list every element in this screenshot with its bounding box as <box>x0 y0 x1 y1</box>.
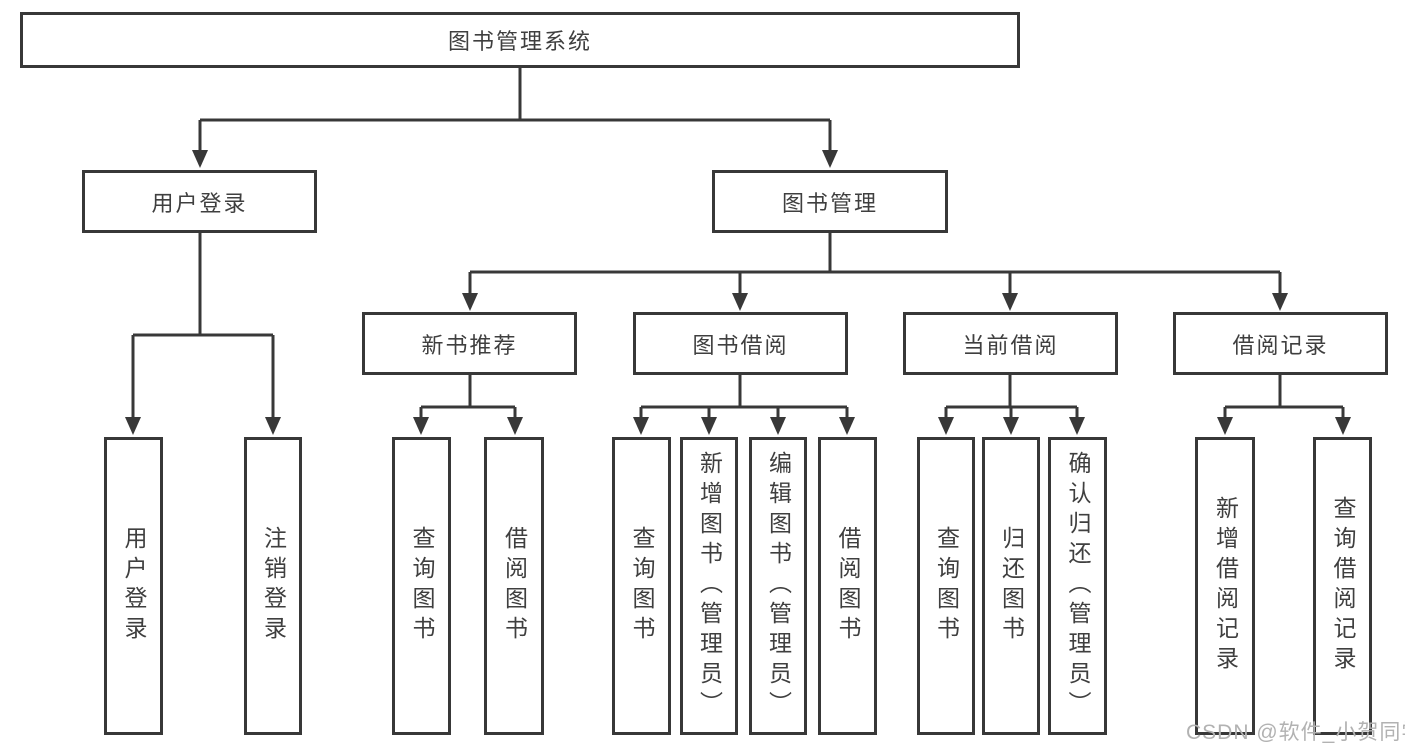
node-return-book: 归还图书 <box>982 437 1040 735</box>
node-add-book-admin: 新增图书（管理员） <box>680 437 738 735</box>
node-add-borrow-record: 新增借阅记录 <box>1195 437 1255 735</box>
connector-borrow-records-to-leaves <box>1217 375 1351 435</box>
node-query-books-recommend-label: 查询图书 <box>409 526 435 646</box>
node-book-management-label: 图书管理 <box>781 190 878 216</box>
node-logout-label: 注销登录 <box>260 526 287 646</box>
connector-book-borrow-to-leaves <box>633 375 855 435</box>
node-borrow-records-label: 借阅记录 <box>1232 332 1329 358</box>
connector-root-to-level2 <box>192 68 838 168</box>
node-query-books-borrow: 查询图书 <box>612 437 671 735</box>
connector-new-book-recommend-to-leaves <box>413 375 523 435</box>
connector-book-management-to-level3 <box>462 233 1288 311</box>
node-query-books-current: 查询图书 <box>917 437 975 735</box>
node-query-books-current-label: 查询图书 <box>933 526 960 646</box>
node-confirm-return-admin: 确认归还（管理员） <box>1048 437 1107 735</box>
node-query-books-recommend: 查询图书 <box>392 437 451 735</box>
node-login: 用户登录 <box>104 437 163 735</box>
node-borrow-records: 借阅记录 <box>1173 312 1388 375</box>
node-borrow-books-borrow: 借阅图书 <box>818 437 877 735</box>
node-add-borrow-record-label: 新增借阅记录 <box>1212 496 1239 676</box>
node-add-book-admin-label: 新增图书（管理员） <box>696 451 723 721</box>
csdn-watermark: CSDN @软件_小贺同学 <box>1186 721 1405 744</box>
connector-user-login-to-leaves <box>125 233 281 435</box>
node-book-management: 图书管理 <box>712 170 948 233</box>
node-login-label: 用户登录 <box>121 526 147 646</box>
node-book-borrow: 图书借阅 <box>633 312 848 375</box>
node-borrow-books-recommend-label: 借阅图书 <box>501 526 528 646</box>
node-return-book-label: 归还图书 <box>998 526 1025 646</box>
node-edit-book-admin-label: 编辑图书（管理员） <box>765 451 792 721</box>
connector-current-borrow-to-leaves <box>938 375 1085 435</box>
node-confirm-return-admin-label: 确认归还（管理员） <box>1065 451 1091 721</box>
node-book-borrow-label: 图书借阅 <box>692 332 789 358</box>
node-borrow-books-recommend: 借阅图书 <box>484 437 544 735</box>
node-edit-book-admin: 编辑图书（管理员） <box>749 437 807 735</box>
node-new-book-recommend-label: 新书推荐 <box>421 332 518 358</box>
node-user-login-label: 用户登录 <box>151 190 248 216</box>
node-current-borrow-label: 当前借阅 <box>962 332 1059 358</box>
node-root: 图书管理系统 <box>20 12 1020 68</box>
node-query-borrow-record: 查询借阅记录 <box>1313 437 1372 735</box>
node-query-borrow-record-label: 查询借阅记录 <box>1330 496 1356 676</box>
node-new-book-recommend: 新书推荐 <box>362 312 577 375</box>
node-query-books-borrow-label: 查询图书 <box>629 526 655 646</box>
node-root-label: 图书管理系统 <box>447 29 592 54</box>
node-user-login: 用户登录 <box>82 170 317 233</box>
node-borrow-books-borrow-label: 借阅图书 <box>835 526 861 646</box>
node-logout: 注销登录 <box>244 437 302 735</box>
node-current-borrow: 当前借阅 <box>903 312 1118 375</box>
